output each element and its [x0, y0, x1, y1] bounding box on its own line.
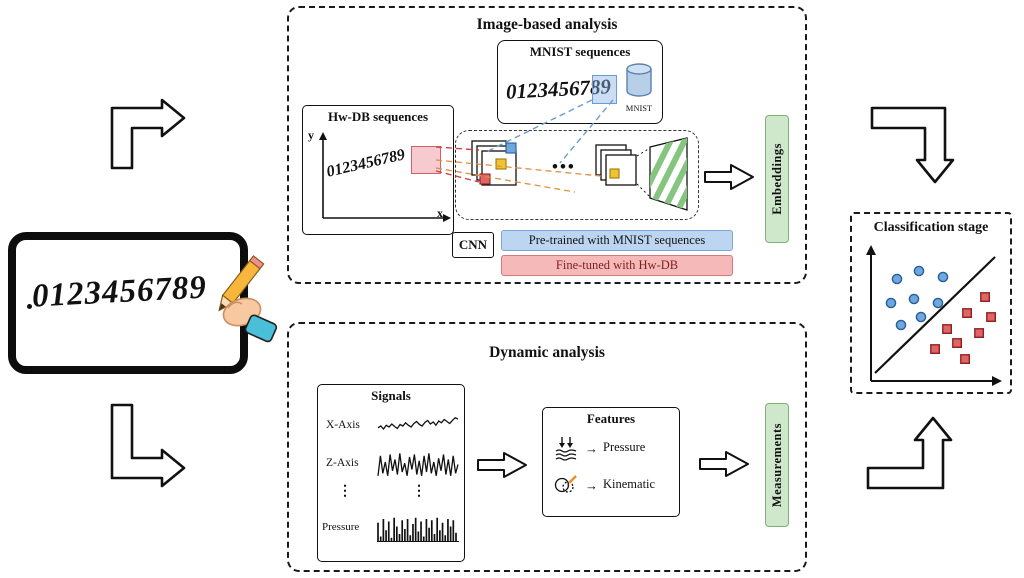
tablet-illustration: 0123456789 — [8, 232, 248, 374]
flow-arrow-top-left — [110, 98, 186, 170]
right-arrow-icon: → — [585, 441, 598, 456]
embeddings-label: Embeddings — [769, 143, 784, 215]
hwdb-axis-y-label: y — [308, 128, 314, 142]
features-box: Features → Pressure → Kinematic — [542, 407, 680, 517]
legend-pretrained: Pre-trained with MNIST sequences — [501, 230, 733, 251]
embeddings-output: Embeddings — [765, 115, 789, 243]
signals-box: Signals X-Axis Z-Axis ⋮ ⋮ Pressure — [317, 384, 465, 562]
measurements-output: Measurements — [765, 403, 789, 527]
legend-finetuned: Fine-tuned with Hw-DB — [501, 255, 733, 276]
pressure-icon — [555, 437, 577, 461]
feature-row-label-kinematic: Kinematic — [603, 477, 656, 491]
signal-row-label-pressure: Pressure — [322, 521, 360, 533]
classification-box: Classification stage — [850, 212, 1012, 394]
flow-arrow-bottom-left — [110, 403, 186, 488]
hwdb-axis-x-label: x — [437, 206, 443, 220]
x-axis-waveform — [377, 417, 459, 431]
feature-row-label-pressure: Pressure — [603, 440, 646, 454]
cnn-label-box: CNN — [452, 232, 494, 258]
tablet-handwritten-digits: 0123456789 — [31, 269, 208, 315]
mnist-box-title: MNIST sequences — [529, 44, 631, 59]
cnn-featuremaps-box: ••• — [455, 130, 699, 220]
dynamic-analysis-title: Dynamic analysis — [489, 344, 605, 361]
database-icon — [626, 63, 652, 97]
hwdb-box-title: Hw-DB sequences — [327, 109, 429, 124]
horizontal-dots-icon: ••• — [552, 157, 576, 176]
z-axis-waveform — [377, 453, 459, 476]
signal-row-label-z: Z-Axis — [326, 457, 359, 469]
right-arrow-icon: → — [585, 478, 598, 493]
vertical-ellipsis-icon: ⋮ — [412, 484, 426, 499]
database-label: MNIST — [625, 103, 653, 113]
classification-scatter-plot — [866, 245, 1002, 386]
signals-box-title: Signals — [371, 388, 411, 403]
classification-title: Classification stage — [873, 220, 989, 235]
vertical-ellipsis-icon: ⋮ — [338, 484, 352, 499]
image-analysis-title: Image-based analysis — [476, 16, 618, 33]
measurements-label: Measurements — [769, 422, 784, 508]
image-analysis-panel: Image-based analysis MNIST sequences 012… — [287, 6, 807, 284]
pressure-waveform — [377, 517, 459, 542]
flow-arrow-bottom-right — [866, 416, 953, 490]
mnist-patch-highlight — [592, 75, 617, 104]
hwdb-axes — [319, 132, 451, 222]
hwdb-sequences-box: Hw-DB sequences y x 0123456789 — [302, 105, 454, 235]
signal-row-label-x: X-Axis — [326, 419, 360, 431]
hwdb-patch-highlight — [411, 146, 441, 174]
dynamic-analysis-panel: Dynamic analysis Signals X-Axis Z-Axis ⋮… — [287, 322, 807, 572]
kinematic-icon — [554, 475, 577, 493]
flow-arrow-top-right — [870, 106, 955, 184]
pen-dot — [27, 304, 32, 309]
features-box-title: Features — [586, 411, 636, 426]
cnn-featuremaps-graphic — [471, 137, 688, 211]
mnist-sequences-box: MNIST sequences 0123456789 MNIST — [497, 40, 663, 124]
